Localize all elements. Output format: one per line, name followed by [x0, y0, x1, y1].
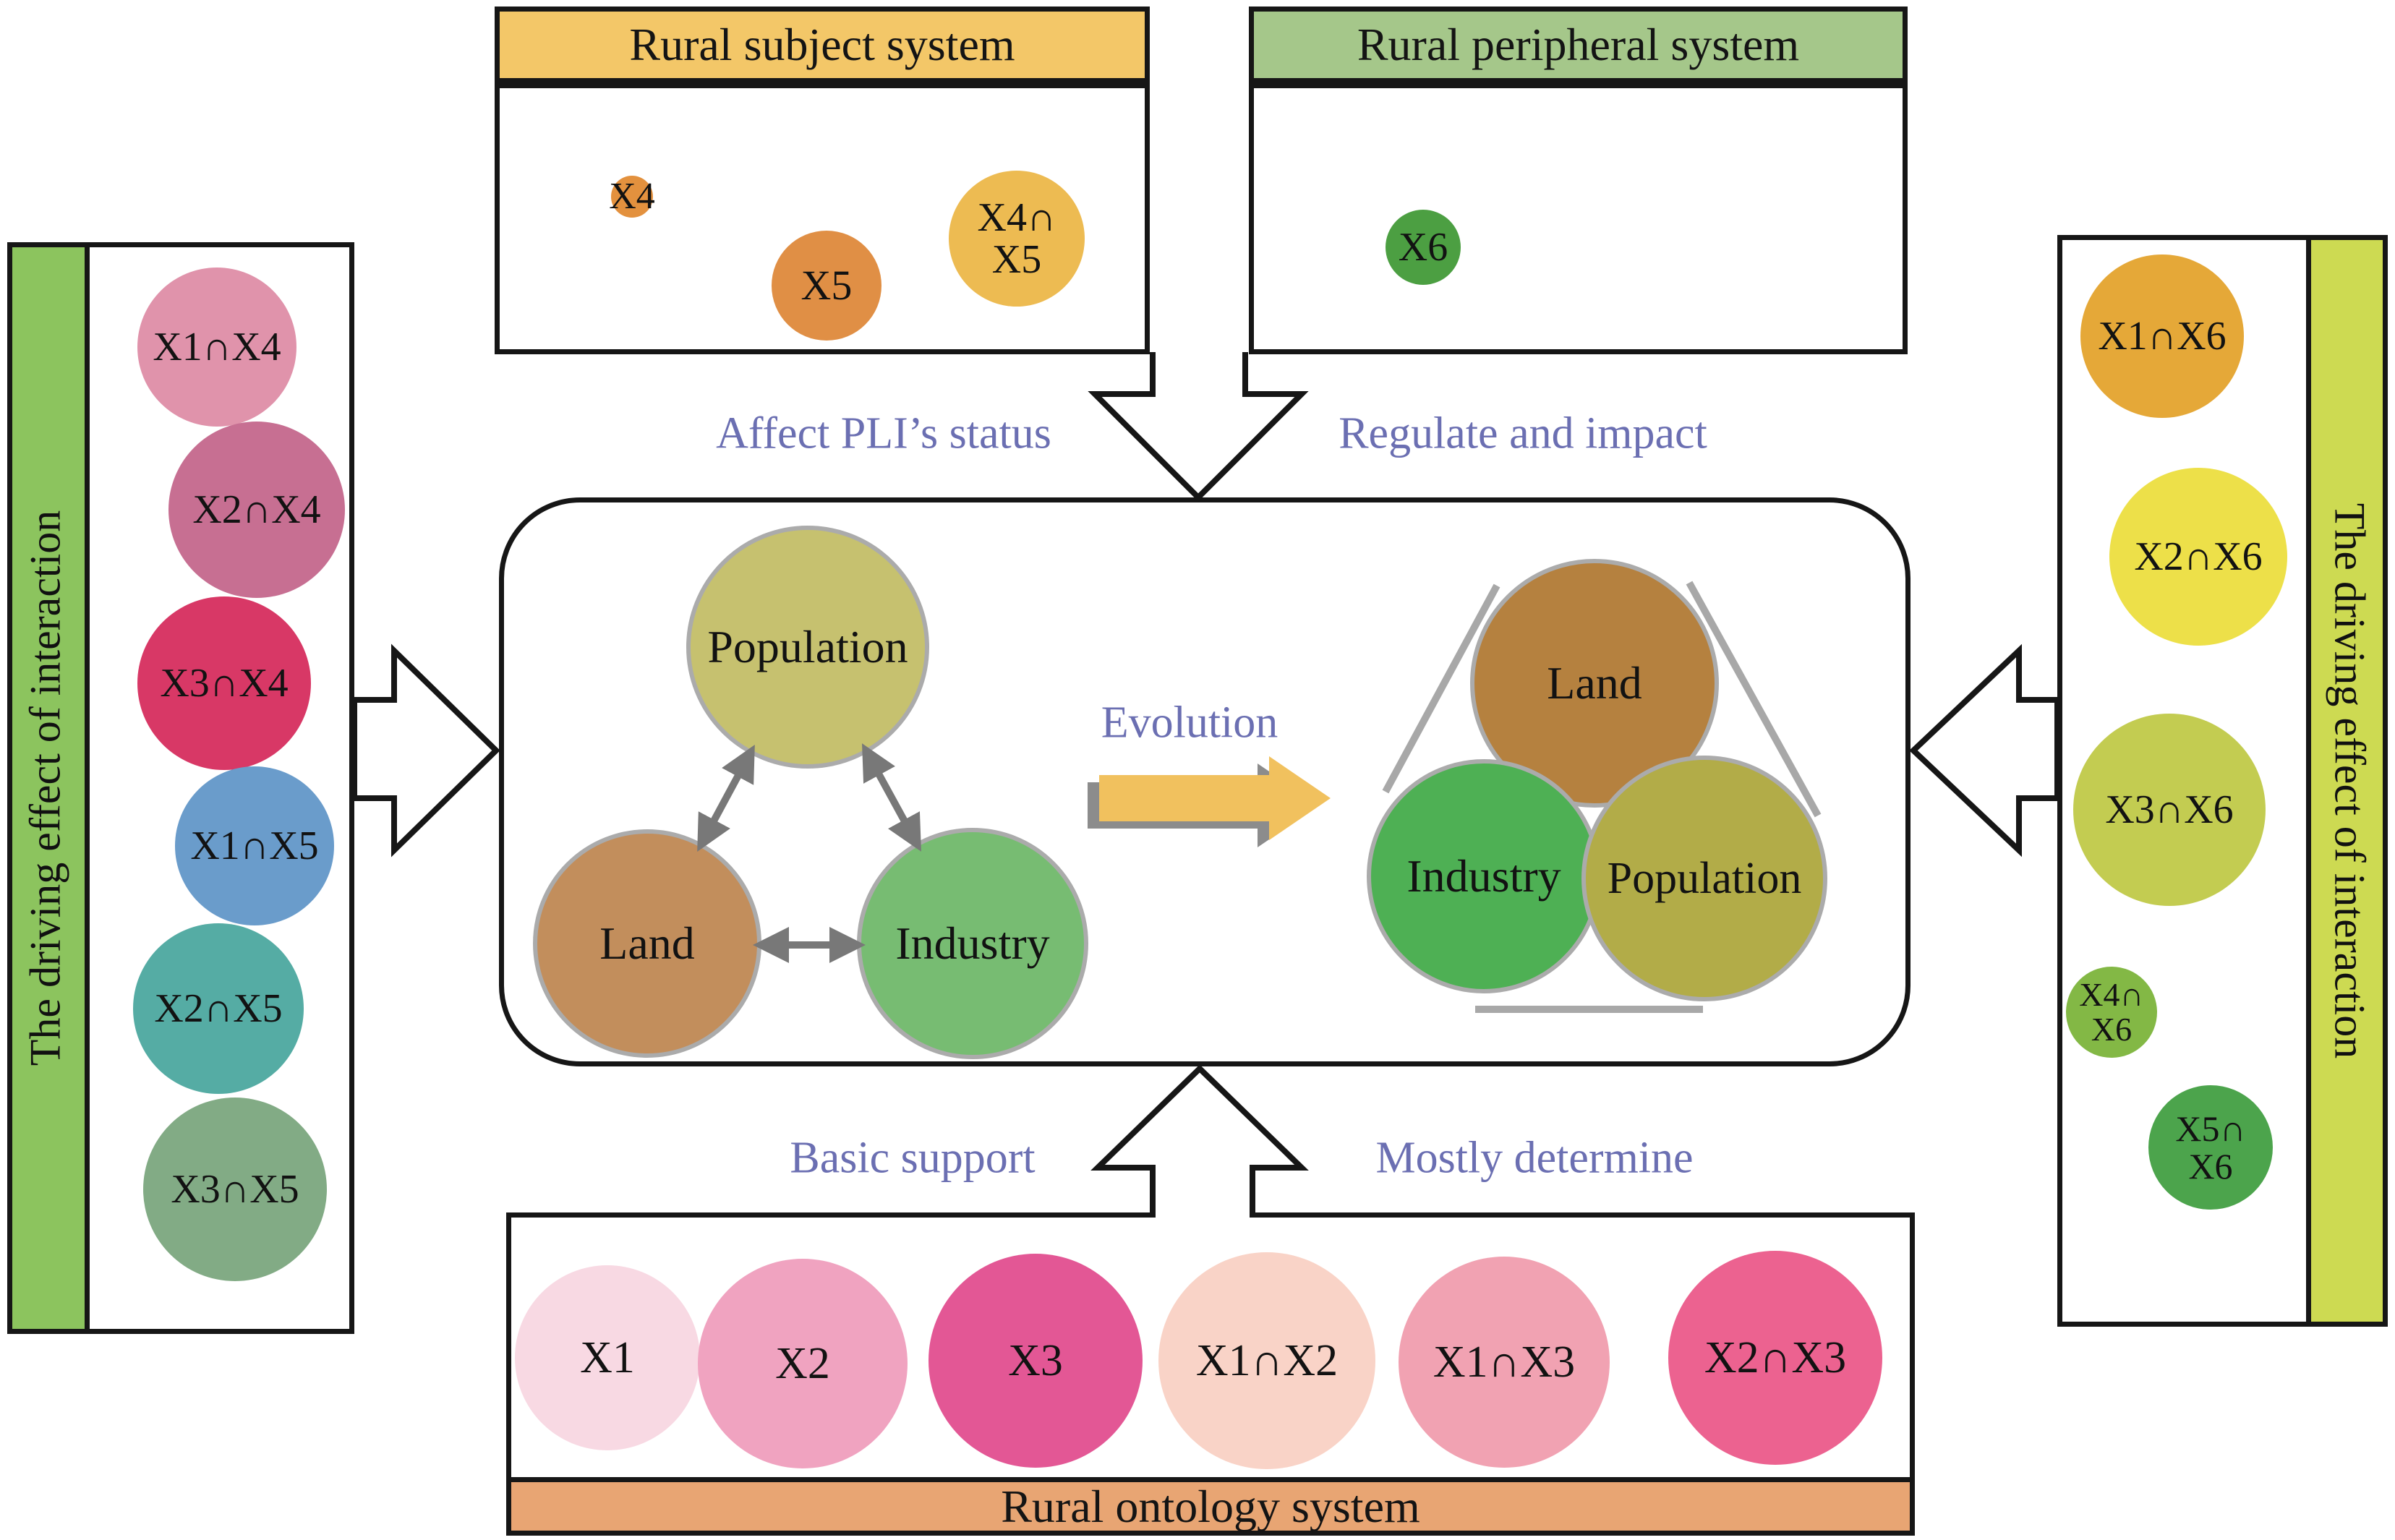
circle-x4x6-line2: X6 [2091, 1011, 2133, 1048]
rural-peripheral-system-title: Rural peripheral system [1357, 19, 1800, 70]
evolution-label: Evolution [1101, 698, 1278, 748]
land-after-label: Land [1547, 656, 1642, 709]
circle-x5x6-line2: X6 [2188, 1146, 2233, 1186]
industry-after-label: Industry [1406, 850, 1561, 902]
affect-pli-status-label: Affect PLI’s status [716, 408, 1051, 458]
circle-x4x5-line2: X5 [991, 237, 1042, 282]
circle-x1-label: X1 [580, 1332, 635, 1382]
rural-peripheral-system-body [1249, 83, 1908, 354]
circle-x4x5: X4∩ X5 [949, 171, 1085, 307]
circle-x1x4: X1∩X4 [137, 268, 296, 427]
triangle-left-side [1382, 583, 1500, 794]
industry-before-label: Industry [895, 917, 1050, 969]
circle-x6: X6 [1386, 210, 1461, 285]
circle-x1x5: X1∩X5 [175, 766, 334, 925]
evolution-arrow [1099, 756, 1331, 840]
circle-x1x6-label: X1∩X6 [2098, 313, 2227, 359]
circle-x1x4-label: X1∩X4 [153, 324, 281, 369]
circle-x4x6-line1: X4∩ [2079, 976, 2144, 1014]
circle-x1x5-label: X1∩X5 [190, 823, 319, 868]
right-block-arrow [1909, 643, 2060, 857]
circle-x5-label: X5 [801, 261, 853, 309]
triangle-right-side [1686, 581, 1822, 818]
mostly-determine-label: Mostly determine [1375, 1133, 1694, 1183]
circle-x2x6-label: X2∩X6 [2134, 534, 2263, 579]
circle-x2x3-label: X2∩X3 [1704, 1332, 1847, 1382]
circle-industry-before: Industry [857, 828, 1088, 1059]
circle-x3x5-label: X3∩X5 [171, 1166, 299, 1212]
triad-triangle [1382, 581, 1822, 1013]
bottom-up-block-arrow [1090, 1064, 1309, 1218]
circle-population-before: Population [686, 526, 929, 769]
basic-support-label: Basic support [790, 1133, 1036, 1183]
population-after-label: Population [1607, 853, 1802, 903]
population-industry-arrow [861, 743, 922, 852]
circle-x5x6: X5∩ X6 [2148, 1085, 2273, 1210]
circle-x5: X5 [772, 231, 881, 341]
population-before-label: Population [707, 620, 908, 672]
circle-x4x5-line1: X4∩ [977, 194, 1056, 240]
circle-x1: X1 [515, 1265, 700, 1450]
circle-x5x6-line1: X5∩ [2175, 1108, 2246, 1149]
circle-x4-label: X4 [609, 175, 655, 217]
circle-x3x6-label: X3∩X6 [2105, 787, 2234, 832]
circle-x3: X3 [928, 1254, 1143, 1468]
circle-x3x4-label: X3∩X4 [160, 660, 289, 706]
circle-x2x5: X2∩X5 [133, 923, 304, 1094]
population-land-arrow [697, 744, 755, 852]
circle-x1x3-label: X1∩X3 [1433, 1337, 1576, 1387]
circle-x1x2: X1∩X2 [1158, 1252, 1375, 1469]
rural-subject-system-header: Rural subject system [495, 7, 1150, 83]
circle-x2x4: X2∩X4 [168, 422, 345, 598]
circle-x3x4: X3∩X4 [137, 596, 311, 770]
circle-x2x3: X2∩X3 [1668, 1251, 1882, 1465]
circle-population-after: Population [1581, 756, 1827, 1001]
rural-peripheral-system-header: Rural peripheral system [1249, 7, 1908, 83]
left-block-arrow [351, 643, 500, 857]
circle-x4: X4 [609, 175, 655, 218]
circle-x4x6: X4∩ X6 [2066, 967, 2157, 1058]
circle-x6-label: X6 [1398, 224, 1448, 270]
circle-x2-label: X2 [775, 1338, 830, 1388]
left-driving-effect-bar [12, 247, 90, 1329]
right-driving-effect-bar [2306, 240, 2383, 1322]
circle-x2x4-label: X2∩X4 [192, 487, 321, 532]
regulate-and-impact-label: Regulate and impact [1339, 408, 1707, 458]
circle-x2x5-label: X2∩X5 [154, 985, 283, 1031]
circle-x3-label: X3 [1008, 1335, 1063, 1385]
circle-x1x2-label: X1∩X2 [1195, 1335, 1339, 1385]
circle-x1x3: X1∩X3 [1399, 1257, 1610, 1468]
circle-industry-after: Industry [1367, 759, 1601, 993]
circle-x2x6: X2∩X6 [2109, 468, 2287, 646]
rural-subject-system-title: Rural subject system [629, 19, 1015, 70]
circle-x1x6: X1∩X6 [2080, 254, 2244, 418]
circle-x2: X2 [698, 1259, 908, 1468]
top-down-block-arrow [1088, 352, 1309, 502]
circle-x3x5: X3∩X5 [143, 1098, 327, 1281]
rural-ontology-title: Rural ontology system [1001, 1480, 1420, 1532]
land-before-label: Land [599, 917, 695, 969]
circle-x3x6: X3∩X6 [2073, 714, 2266, 906]
rural-ontology-bar: Rural ontology system [506, 1477, 1915, 1536]
